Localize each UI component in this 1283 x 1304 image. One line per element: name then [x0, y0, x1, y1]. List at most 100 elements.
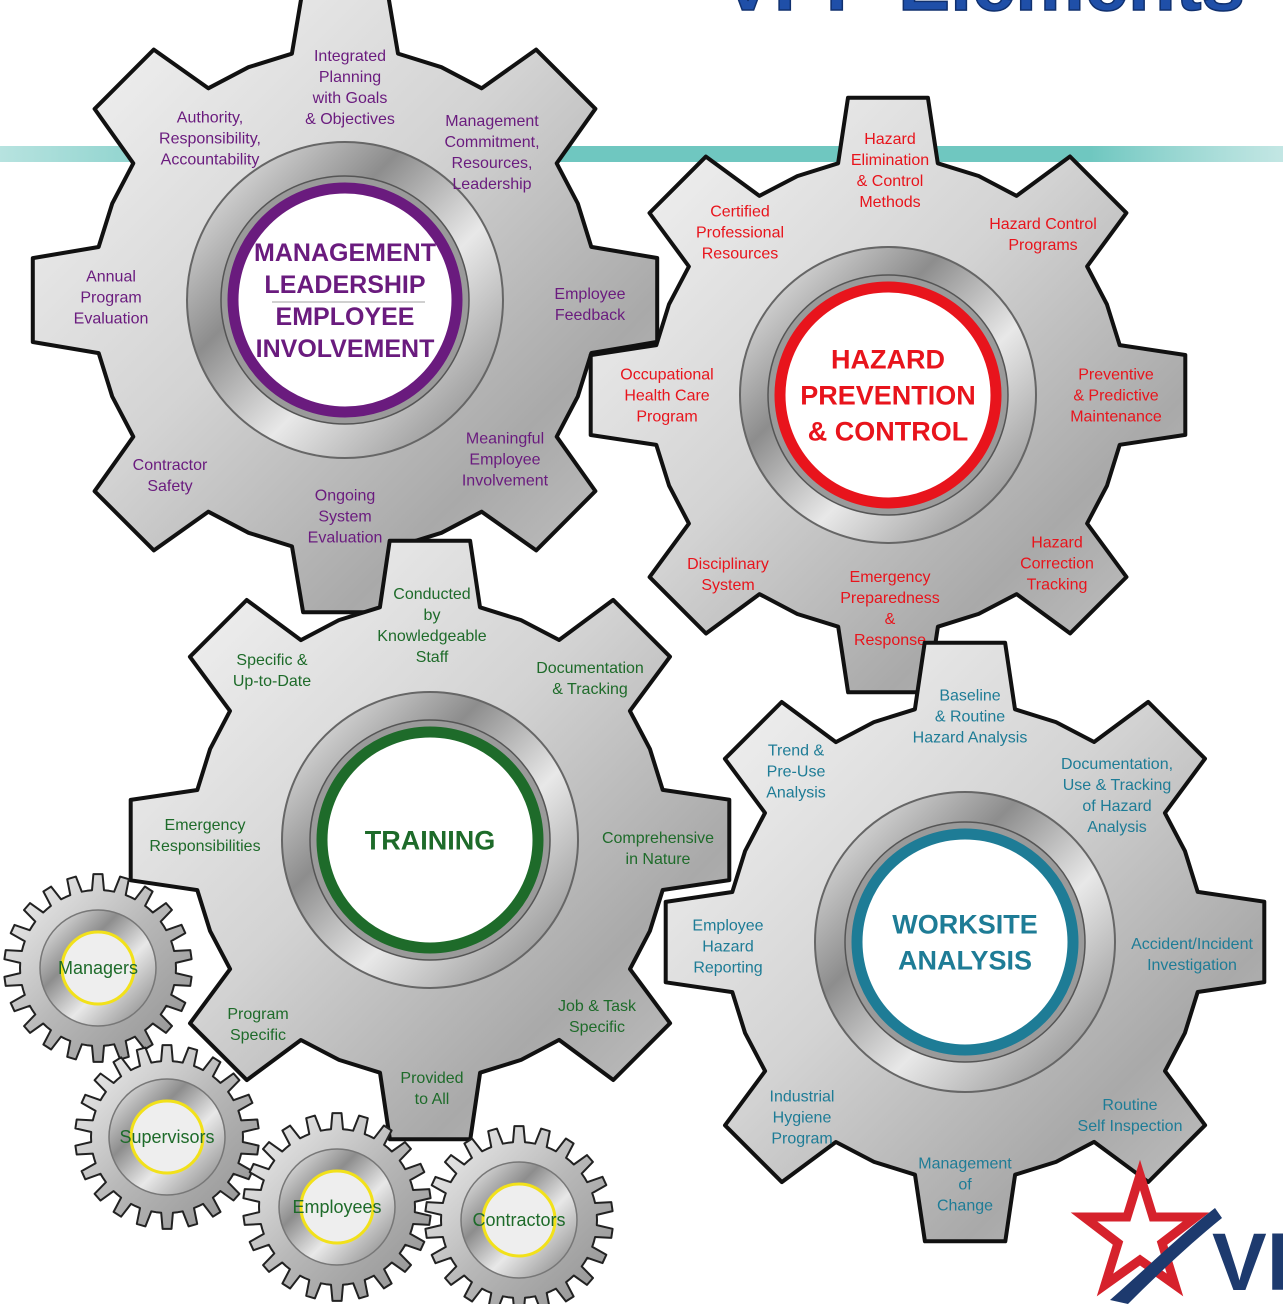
- center-title-line: ANALYSIS: [898, 945, 1032, 975]
- element-label-line: Emergency: [850, 569, 931, 586]
- center-title-line: TRAINING: [365, 825, 496, 855]
- element-label-line: Resources: [702, 246, 778, 263]
- center-title-line: HAZARD: [831, 344, 945, 374]
- element-label-line: Hazard: [1031, 535, 1083, 552]
- element-label-line: Accident/Incident: [1131, 936, 1253, 953]
- element-label-line: Baseline: [939, 688, 1000, 705]
- element-label-line: Evaluation: [308, 530, 383, 547]
- small-gear-supervisors: Supervisors: [74, 1044, 260, 1230]
- small-gear-ring: [299, 1169, 375, 1245]
- element-label-line: Pre-Use: [767, 764, 826, 781]
- small-gear-label: Supervisors: [119, 1127, 214, 1147]
- element-label-line: System: [318, 509, 371, 526]
- element-label-line: Programs: [1008, 237, 1077, 254]
- element-label-line: Provided: [400, 1070, 463, 1087]
- center-title-line: WORKSITE: [892, 909, 1038, 939]
- center-ring: [774, 281, 1002, 509]
- element-label-line: Disciplinary: [687, 556, 769, 573]
- element-label-line: by: [424, 607, 441, 624]
- element-label-line: Emergency: [165, 817, 246, 834]
- element-label-line: Program: [771, 1131, 832, 1148]
- logo-text: VPP: [1212, 1217, 1283, 1304]
- small-gear-ring: [60, 930, 136, 1006]
- element-label-line: Evaluation: [74, 311, 149, 328]
- element-label-line: Methods: [859, 194, 920, 211]
- element-label-line: Investigation: [1147, 957, 1237, 974]
- element-label-line: Employee: [469, 452, 540, 469]
- element-label-line: Conducted: [393, 586, 470, 603]
- element-label-line: Elimination: [851, 152, 929, 169]
- element-label-line: Tracking: [1027, 577, 1088, 594]
- element-label-line: Analysis: [766, 785, 826, 802]
- small-gear-contractors: Contractors: [424, 1125, 614, 1304]
- center-title-line: EMPLOYEE: [276, 303, 415, 331]
- small-gear-managers: Managers: [3, 873, 193, 1063]
- element-label-line: Health Care: [624, 388, 709, 405]
- center-title-line: MANAGEMENT: [254, 239, 436, 267]
- element-label-line: Authority,: [177, 110, 243, 127]
- center-ring: [316, 726, 544, 954]
- element-label-line: Leadership: [452, 176, 531, 193]
- element-label-line: & Routine: [935, 709, 1005, 726]
- element-label-line: Program: [636, 409, 697, 426]
- element-label-line: Change: [937, 1198, 993, 1215]
- element-label-line: Documentation: [536, 660, 644, 677]
- element-label-line: Analysis: [1087, 819, 1147, 836]
- element-label: Specific & Up-to-Date: [233, 652, 311, 690]
- element-label-line: Ongoing: [315, 488, 376, 505]
- element-label-line: Specific &: [236, 652, 307, 669]
- element-label-line: Integrated: [314, 48, 386, 65]
- element-label-line: Comprehensive: [602, 830, 714, 847]
- element-label-line: Responsibilities: [149, 838, 260, 855]
- element-label-line: &: [885, 611, 896, 628]
- element-label-line: Feedback: [555, 307, 626, 324]
- center-title: TRAINING: [365, 825, 496, 855]
- element-label-line: Employee: [692, 918, 763, 935]
- element-label-line: & Control: [857, 173, 924, 190]
- element-label-line: Annual: [86, 269, 136, 286]
- element-label-line: Response: [854, 632, 926, 649]
- center-title: WORKSITE ANALYSIS: [892, 909, 1038, 975]
- element-label-line: Staff: [416, 649, 449, 666]
- element-label-line: Knowledgeable: [377, 628, 487, 645]
- element-label-line: Up-to-Date: [233, 673, 311, 690]
- element-label-line: System: [701, 577, 754, 594]
- element-label-line: Commitment,: [444, 134, 539, 151]
- small-gear-label: Employees: [292, 1197, 381, 1217]
- element-label-line: Occupational: [620, 367, 713, 384]
- center-title-line: LEADERSHIP: [264, 271, 425, 299]
- element-label-line: Hygiene: [773, 1110, 832, 1127]
- star-icon: [1070, 1159, 1210, 1297]
- element-label: Authority,Responsibility,Accountability: [159, 110, 261, 169]
- element-label-line: Hazard: [702, 939, 754, 956]
- element-label-line: Use & Tracking: [1063, 777, 1171, 794]
- element-label-line: Contractor: [133, 457, 208, 474]
- element-label-line: Preparedness: [840, 590, 940, 607]
